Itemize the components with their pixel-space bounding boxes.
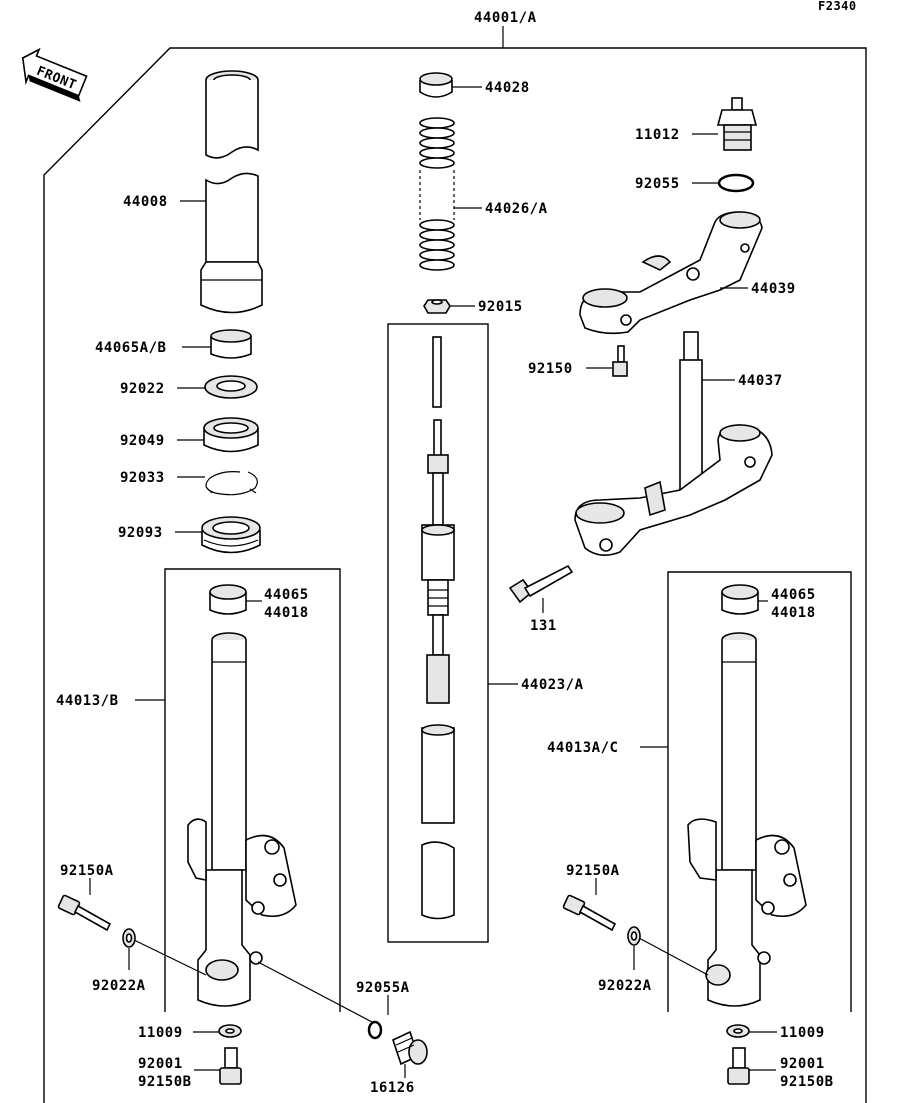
label-44008: 44008 [123, 194, 168, 210]
label-44023: 44023/A [521, 677, 584, 693]
label-92055a: 92055A [356, 980, 410, 996]
fork-spring-44026 [419, 117, 455, 271]
label-92093: 92093 [118, 525, 163, 541]
label-92001-left: 92001 [138, 1056, 183, 1072]
steering-stem-44037 [574, 331, 773, 556]
label-92150b-right: 92150B [780, 1074, 834, 1090]
bolt-92001-left [219, 1047, 242, 1085]
label-92049: 92049 [120, 433, 165, 449]
front-direction-badge: FRONT [21, 47, 88, 102]
label-44013b: 44013/B [56, 693, 119, 709]
bushing-44065ab [210, 329, 252, 359]
label-92022a-right: 92022A [598, 978, 652, 994]
left-leg-frame [164, 568, 341, 1012]
label-92015: 92015 [478, 299, 523, 315]
assembly-outline [43, 47, 867, 1103]
circlip-92033 [205, 471, 258, 496]
bolt-92150a-right [562, 894, 617, 932]
label-44039: 44039 [751, 281, 796, 297]
label-44026: 44026/A [485, 201, 548, 217]
bolt-92150a-left [57, 894, 112, 932]
bolt-92001-right [727, 1047, 750, 1085]
o-ring-92055 [717, 173, 755, 193]
label-44065-left: 44065 [264, 587, 309, 603]
bushing-44065-left [209, 584, 247, 615]
label-44018-right: 44018 [771, 605, 816, 621]
washer-92022 [204, 375, 258, 399]
label-92150a-right: 92150A [566, 863, 620, 879]
washer-11009-left [218, 1024, 242, 1038]
label-11009-right: 11009 [780, 1025, 825, 1041]
upper-bracket-44039 [579, 211, 763, 335]
label-44013ac: 44013A/C [547, 740, 618, 756]
label-92001-right: 92001 [780, 1056, 825, 1072]
label-92022a-left: 92022A [92, 978, 146, 994]
fork-tube-44008 [200, 70, 263, 314]
label-44018-left: 44018 [264, 605, 309, 621]
o-ring-92055a [367, 1020, 383, 1040]
label-44037: 44037 [738, 373, 783, 389]
washer-92022a-right [627, 926, 641, 946]
damper-group-frame [387, 323, 489, 943]
label-11009-left: 11009 [138, 1025, 183, 1041]
label-131: 131 [530, 618, 557, 634]
bushing-44065-right [721, 584, 759, 615]
label-92150a-left: 92150A [60, 863, 114, 879]
air-valve-11012 [716, 97, 758, 151]
drain-plug-16126 [392, 1030, 428, 1066]
outer-tube-right [687, 632, 807, 1007]
label-44065-right: 44065 [771, 587, 816, 603]
label-92022: 92022 [120, 381, 165, 397]
washer-11009-right [726, 1024, 750, 1038]
bolt-131 [508, 564, 574, 604]
washer-92022a-left [122, 928, 136, 948]
label-16126: 16126 [370, 1080, 415, 1096]
label-92055: 92055 [635, 176, 680, 192]
label-92150: 92150 [528, 361, 573, 377]
right-leg-frame [667, 571, 852, 1012]
label-92033: 92033 [120, 470, 165, 486]
damper-cartridge [421, 336, 455, 920]
nut-92015 [423, 299, 451, 314]
spring-seat-44028 [419, 72, 453, 98]
diagram-code: F2340 [818, 0, 857, 13]
bolt-92150 [612, 345, 628, 377]
outer-tube-left [187, 632, 297, 1007]
label-11012: 11012 [635, 127, 680, 143]
label-92150b-left: 92150B [138, 1074, 192, 1090]
oil-seal-92049 [203, 417, 259, 453]
dust-seal-92093 [201, 516, 261, 554]
label-44001: 44001/A [474, 10, 537, 26]
label-44065ab: 44065A/B [95, 340, 166, 356]
label-44028: 44028 [485, 80, 530, 96]
